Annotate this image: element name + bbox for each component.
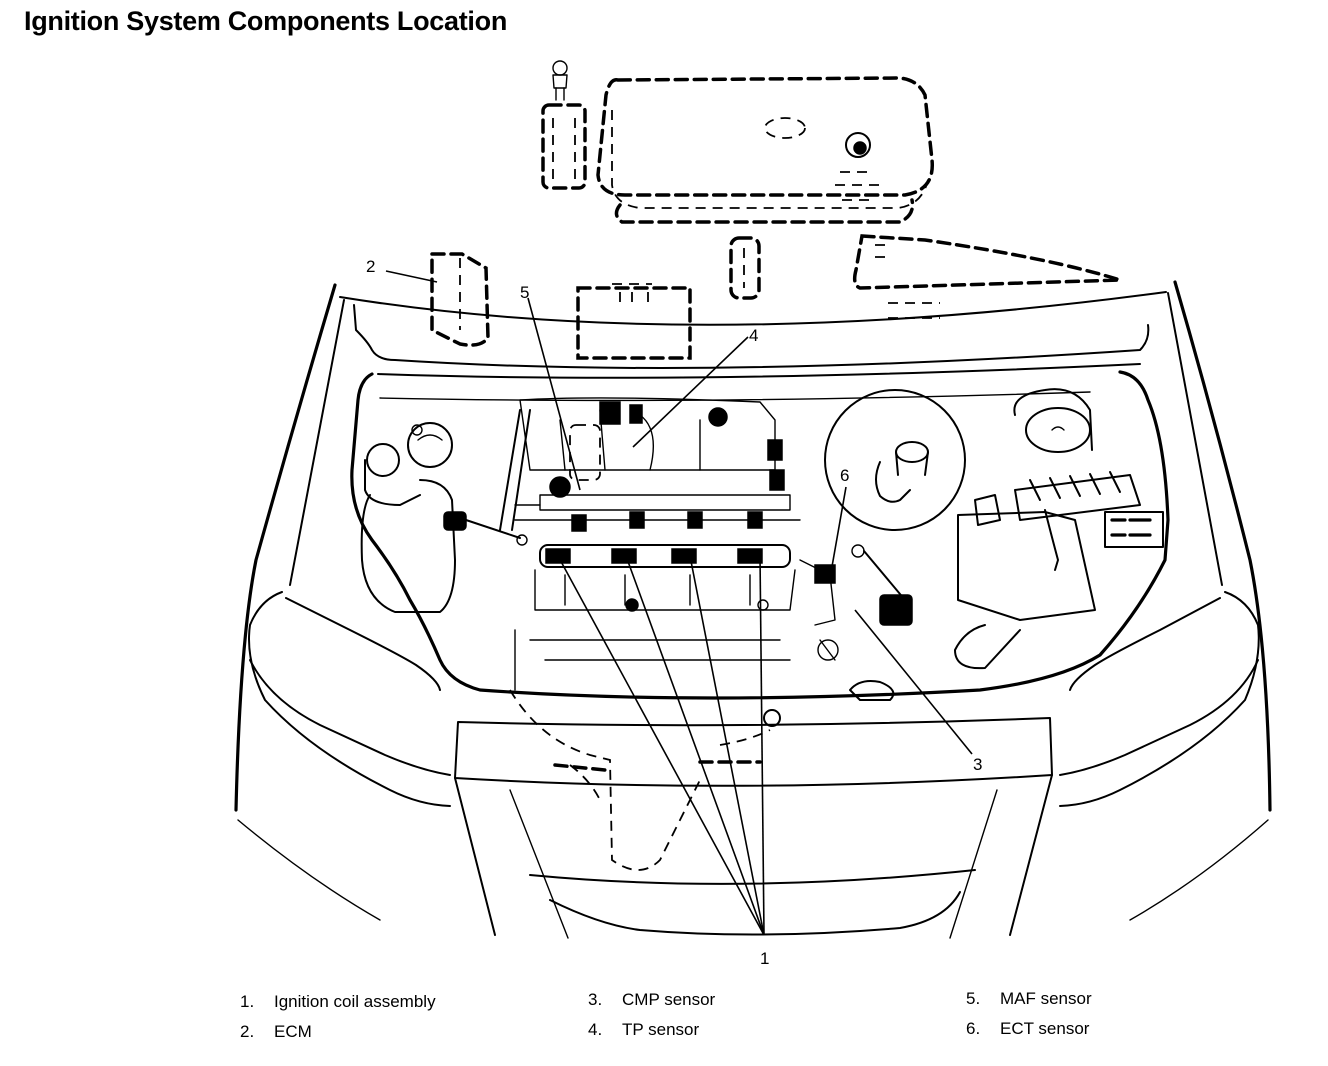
- leader-1: [557, 555, 765, 936]
- callout-1: 1: [760, 949, 769, 968]
- brake-fluid-cap: [895, 441, 929, 463]
- hidden-components: [430, 60, 1121, 360]
- leader-lines: [385, 270, 973, 936]
- legend-label: TP sensor: [622, 1020, 700, 1039]
- leader-5: [527, 297, 581, 491]
- filler-cap-component: [552, 60, 568, 101]
- tank-hidden: [596, 76, 934, 197]
- front-grille: [454, 717, 1053, 787]
- leader-2: [385, 270, 438, 283]
- battery: [957, 511, 1096, 621]
- legend-item: 3. CMP sensor: [588, 990, 715, 1010]
- leader-3: [854, 609, 973, 755]
- callout-3: 3: [973, 755, 982, 774]
- page-title: Ignition System Components Location: [24, 6, 508, 36]
- legend-number: 5.: [966, 989, 981, 1008]
- callout-2: 2: [366, 257, 375, 276]
- legend-label: Ignition coil assembly: [274, 992, 436, 1011]
- legend-label: CMP sensor: [622, 990, 716, 1009]
- callout-4: 4: [749, 326, 758, 345]
- fuse-box: [1014, 474, 1141, 521]
- box-hidden: [576, 286, 692, 360]
- fuel-rail: [539, 494, 791, 511]
- ecm-outline: [430, 252, 490, 347]
- legend-item: 1. Ignition coil assembly: [240, 992, 436, 1012]
- callout-6: 6: [840, 466, 849, 485]
- leader-4: [632, 336, 749, 448]
- legend-label: MAF sensor: [1000, 989, 1092, 1008]
- legend-number: 2.: [240, 1022, 255, 1041]
- brake-booster: [824, 389, 966, 531]
- relay-hidden: [729, 236, 761, 300]
- legend-item: 2. ECM: [240, 1022, 312, 1042]
- cmp-sensor-body: [879, 594, 913, 626]
- legend-number: 3.: [588, 990, 603, 1009]
- callout-5: 5: [520, 283, 529, 302]
- legend: 1. Ignition coil assembly 2. ECM 3. CMP sen…: [0, 988, 1328, 1058]
- legend-item: 6. ECT sensor: [966, 1019, 1089, 1039]
- legend-label: ECM: [274, 1022, 312, 1041]
- washer-tank-hidden: [852, 234, 1121, 290]
- engine-components: [360, 388, 1164, 701]
- leader-6: [829, 486, 847, 579]
- coolant-cap: [366, 443, 400, 477]
- legend-item: 4. TP sensor: [588, 1020, 699, 1040]
- legend-label: ECT sensor: [1000, 1019, 1090, 1038]
- callouts: 2 5 4 6 3 1: [366, 257, 982, 968]
- legend-item: 5. MAF sensor: [966, 989, 1092, 1009]
- reservoir-hidden: [541, 103, 587, 190]
- legend-number: 6.: [966, 1019, 981, 1038]
- legend-number: 1.: [240, 992, 255, 1011]
- car-body: [234, 280, 1272, 939]
- washer-reservoir: [360, 479, 456, 613]
- intake-manifold: [519, 397, 776, 471]
- legend-number: 4.: [588, 1020, 603, 1039]
